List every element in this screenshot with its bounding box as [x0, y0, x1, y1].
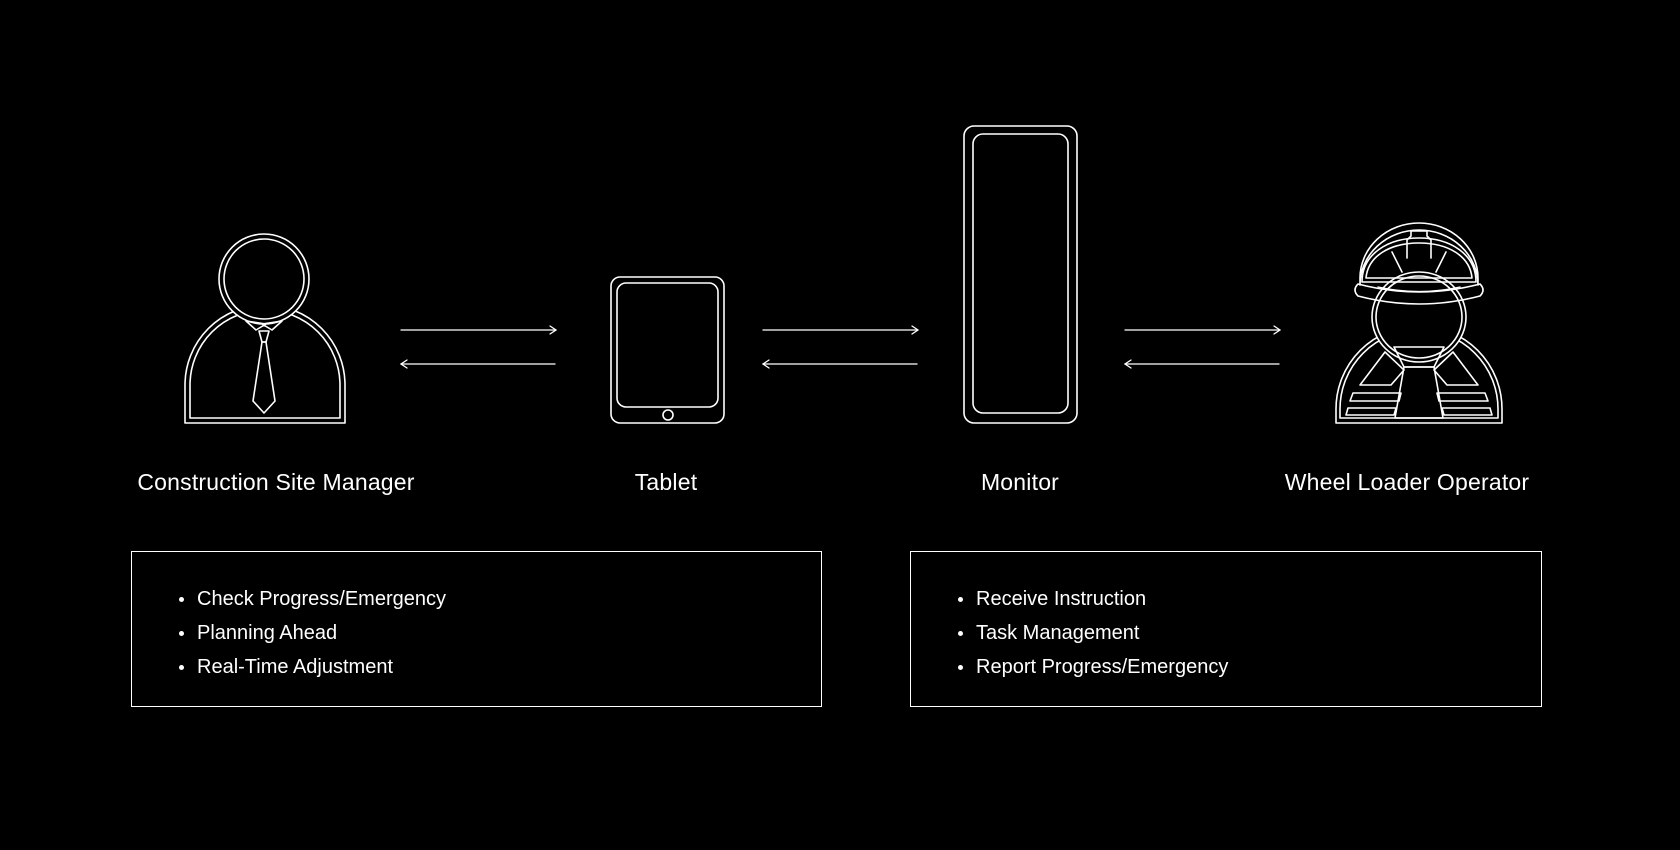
- list-item: Report Progress/Emergency: [958, 650, 1541, 684]
- operator-icon: [1335, 222, 1503, 424]
- manager-icon: [184, 233, 346, 424]
- operator-tasks-box: Receive Instruction Task Management Repo…: [910, 551, 1542, 707]
- label-construction-site-manager: Construction Site Manager: [137, 469, 415, 495]
- label-tablet: Tablet: [634, 469, 698, 495]
- label-wheel-loader-operator: Wheel Loader Operator: [1284, 469, 1530, 495]
- operator-tasks-list: Receive Instruction Task Management Repo…: [911, 552, 1541, 684]
- connector-manager-tablet: [399, 325, 558, 369]
- tablet-icon: [610, 276, 725, 424]
- list-item: Real-Time Adjustment: [179, 650, 821, 684]
- connector-tablet-monitor: [761, 325, 920, 369]
- list-item: Task Management: [958, 616, 1541, 650]
- connector-monitor-operator: [1123, 325, 1282, 369]
- label-monitor: Monitor: [980, 469, 1060, 495]
- monitor-icon: [963, 125, 1078, 424]
- list-item: Receive Instruction: [958, 582, 1541, 616]
- manager-tasks-list: Check Progress/Emergency Planning Ahead …: [132, 552, 821, 684]
- list-item: Planning Ahead: [179, 616, 821, 650]
- list-item: Check Progress/Emergency: [179, 582, 821, 616]
- manager-tasks-box: Check Progress/Emergency Planning Ahead …: [131, 551, 822, 707]
